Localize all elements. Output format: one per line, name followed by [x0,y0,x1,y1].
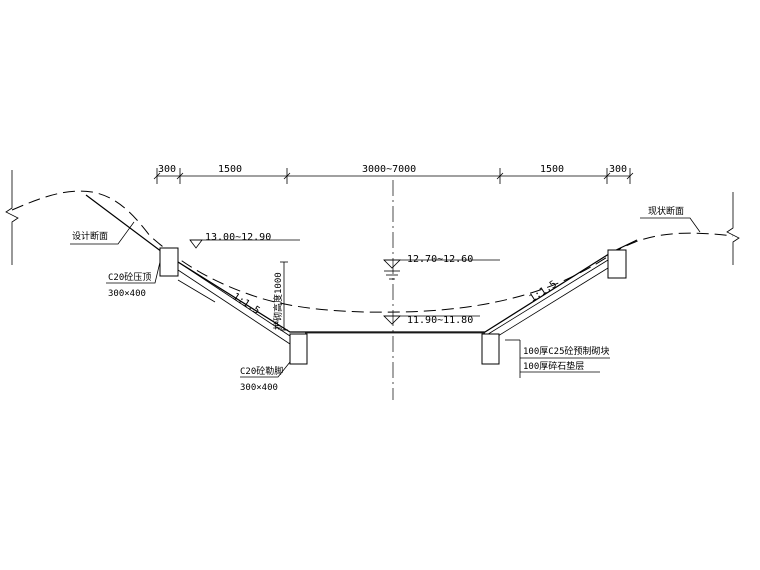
toe-beam-right [481,333,500,365]
elevation-marker-bottom [383,315,480,325]
dim-left-crest: 300 [158,164,176,175]
slope-height-label: 护砌高度1000 [272,272,284,330]
crest-beam-right [607,249,627,279]
crest-beam-size-label: 300×400 [108,289,146,299]
precast-block-label: 100厚C25砼预制砌块 [523,345,610,357]
slope-ratio-left-label: 1:1.5 [230,291,261,317]
toe-beam-left [289,333,308,365]
elevation-water-text: 12.70~12.60 [407,254,473,265]
dim-channel-bottom: 3000~7000 [362,164,416,175]
existing-section-label: 现状断面 [648,205,684,217]
elevation-bottom-text: 11.90~11.80 [407,315,473,326]
elevation-marker-water [383,259,500,280]
dim-right-slope: 1500 [540,164,564,175]
elevation-top-text: 13.00~12.90 [205,232,271,243]
gravel-layer-label: 100厚碎石垫层 [523,360,584,372]
slope-ratio-right-label: 1:1.5 [528,279,559,305]
dimension-line [153,168,634,184]
elevation-marker-top [189,239,300,249]
crest-beam-left [159,247,179,277]
break-line-left [5,170,19,265]
crest-beam-label: C20砼压顶 [108,271,151,283]
break-line-right [726,192,740,265]
dim-right-crest: 300 [609,164,627,175]
dim-left-slope: 1500 [218,164,242,175]
toe-beam-size-label: 300×400 [240,383,278,393]
design-section-label: 设计断面 [72,230,108,242]
toe-beam-label: C20砼勒脚 [240,365,283,377]
slope-height-dimension [280,261,288,331]
